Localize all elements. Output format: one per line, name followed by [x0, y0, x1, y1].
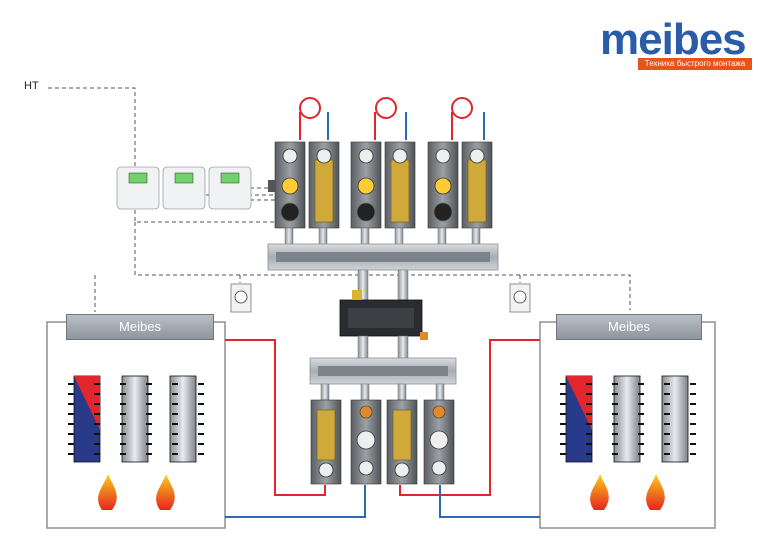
hydraulic-separator — [339, 290, 428, 359]
logo-wordmark: meibes — [600, 15, 747, 64]
load-circle-1 — [299, 97, 321, 119]
lower-pump-groups — [310, 399, 455, 485]
pump-group-1 — [268, 141, 340, 229]
load-circle-3 — [451, 97, 473, 119]
boiler-left-label: Meibes — [66, 314, 214, 340]
lower-manifold — [309, 357, 457, 401]
pump-group-3 — [427, 141, 493, 229]
upper-pump-groups — [268, 141, 493, 245]
controllers — [116, 166, 252, 210]
boiler-right-label: Meibes — [556, 314, 702, 340]
boiler-right-internals — [560, 375, 698, 510]
temperature-sensors — [230, 283, 531, 313]
boiler-left-internals — [68, 375, 206, 510]
load-circle-2 — [375, 97, 397, 119]
supply-pipes — [225, 112, 540, 496]
logo-tagline: Техника быстрого монтажа — [638, 58, 752, 70]
upper-manifold — [267, 243, 499, 301]
pump-group-2 — [350, 141, 416, 229]
signal-label: HT — [24, 80, 39, 92]
return-pipes — [225, 112, 540, 518]
brand-logo: meibes Техника быстрого монтажа — [600, 16, 760, 74]
load-circuits — [299, 97, 473, 119]
